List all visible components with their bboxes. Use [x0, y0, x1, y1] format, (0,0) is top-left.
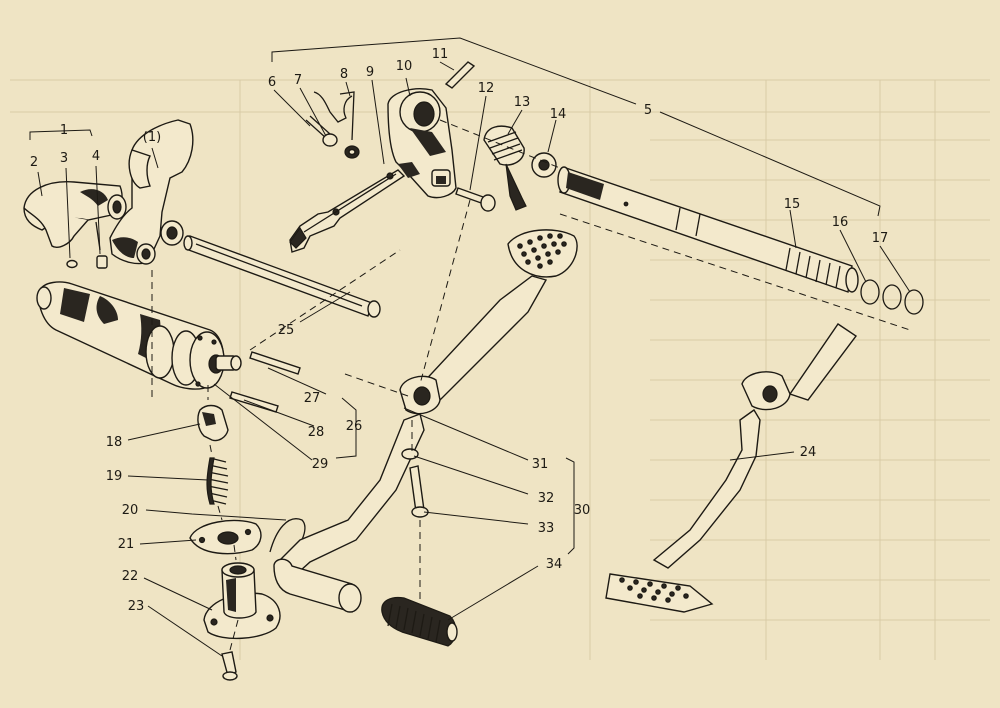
callout-5: 5 [644, 103, 652, 118]
shift-pawl-plate [289, 169, 406, 253]
callout-17: 17 [872, 231, 889, 246]
small-washer [322, 133, 338, 147]
arm-bolt [455, 187, 496, 212]
callout-22: 22 [122, 569, 139, 584]
detent-plunger [197, 404, 229, 442]
leader-lines [29, 37, 911, 657]
pedal-washer [401, 448, 419, 460]
callout-28: 28 [308, 425, 325, 440]
roll-pin [444, 61, 476, 89]
callout-11: 11 [432, 47, 449, 62]
callout-30: 30 [574, 503, 591, 518]
callout-4: 4 [92, 149, 100, 164]
callout-16: 16 [832, 215, 849, 230]
torsion-spring [483, 125, 527, 211]
circlip-b [882, 284, 902, 310]
callout-1: 1 [60, 123, 68, 138]
shift-arm [387, 88, 457, 199]
brake-pad-dots [619, 577, 689, 603]
shift-fork-right [109, 119, 194, 265]
callout-20: 20 [122, 503, 139, 518]
callout-33: 33 [538, 521, 555, 536]
spline-shaft [557, 166, 859, 293]
return-spring-small [313, 91, 360, 159]
callout-14: 14 [550, 107, 567, 122]
brake-pedal [605, 323, 858, 613]
detent-gasket [189, 519, 262, 555]
callout-26: 26 [346, 419, 363, 434]
callout-3: 3 [60, 151, 68, 166]
pedal-rubber [381, 596, 458, 647]
pedal-pad-dots [517, 233, 567, 269]
callout-27: 27 [304, 391, 321, 406]
callout-2: 2 [30, 155, 38, 170]
callout-25: 25 [278, 323, 295, 338]
callout-1-paren: (1) [143, 130, 161, 145]
callout-10: 10 [396, 59, 413, 74]
detent-housing [203, 562, 281, 640]
callout-19: 19 [106, 469, 123, 484]
circlip-c [904, 289, 924, 315]
callout-31: 31 [532, 457, 549, 472]
lock-ball [66, 259, 78, 269]
callout-labels: 1 (1) 2 3 4 5 6 7 8 9 10 11 12 13 14 15 … [30, 47, 888, 614]
callout-18: 18 [106, 435, 123, 450]
pedal-bolt [409, 465, 429, 518]
callout-12: 12 [478, 81, 495, 96]
callout-6: 6 [268, 75, 276, 90]
callout-32: 32 [538, 491, 555, 506]
callout-15: 15 [784, 197, 801, 212]
callout-34: 34 [546, 557, 563, 572]
gear-pedal [273, 229, 578, 613]
callout-8: 8 [340, 67, 348, 82]
detent-spring [206, 457, 229, 505]
callout-13: 13 [514, 95, 531, 110]
drum-pin-upper [249, 351, 301, 375]
callout-24: 24 [800, 445, 817, 460]
callout-23: 23 [128, 599, 145, 614]
callout-7: 7 [294, 73, 302, 88]
callout-21: 21 [118, 537, 135, 552]
circlip-a [860, 279, 880, 305]
lock-bushing [96, 255, 108, 269]
assembly-lines [151, 119, 911, 651]
shift-drum [36, 281, 242, 390]
housing-screw [221, 651, 238, 681]
fork-shaft [183, 235, 381, 318]
callout-9: 9 [366, 65, 374, 80]
callout-29: 29 [312, 457, 329, 472]
